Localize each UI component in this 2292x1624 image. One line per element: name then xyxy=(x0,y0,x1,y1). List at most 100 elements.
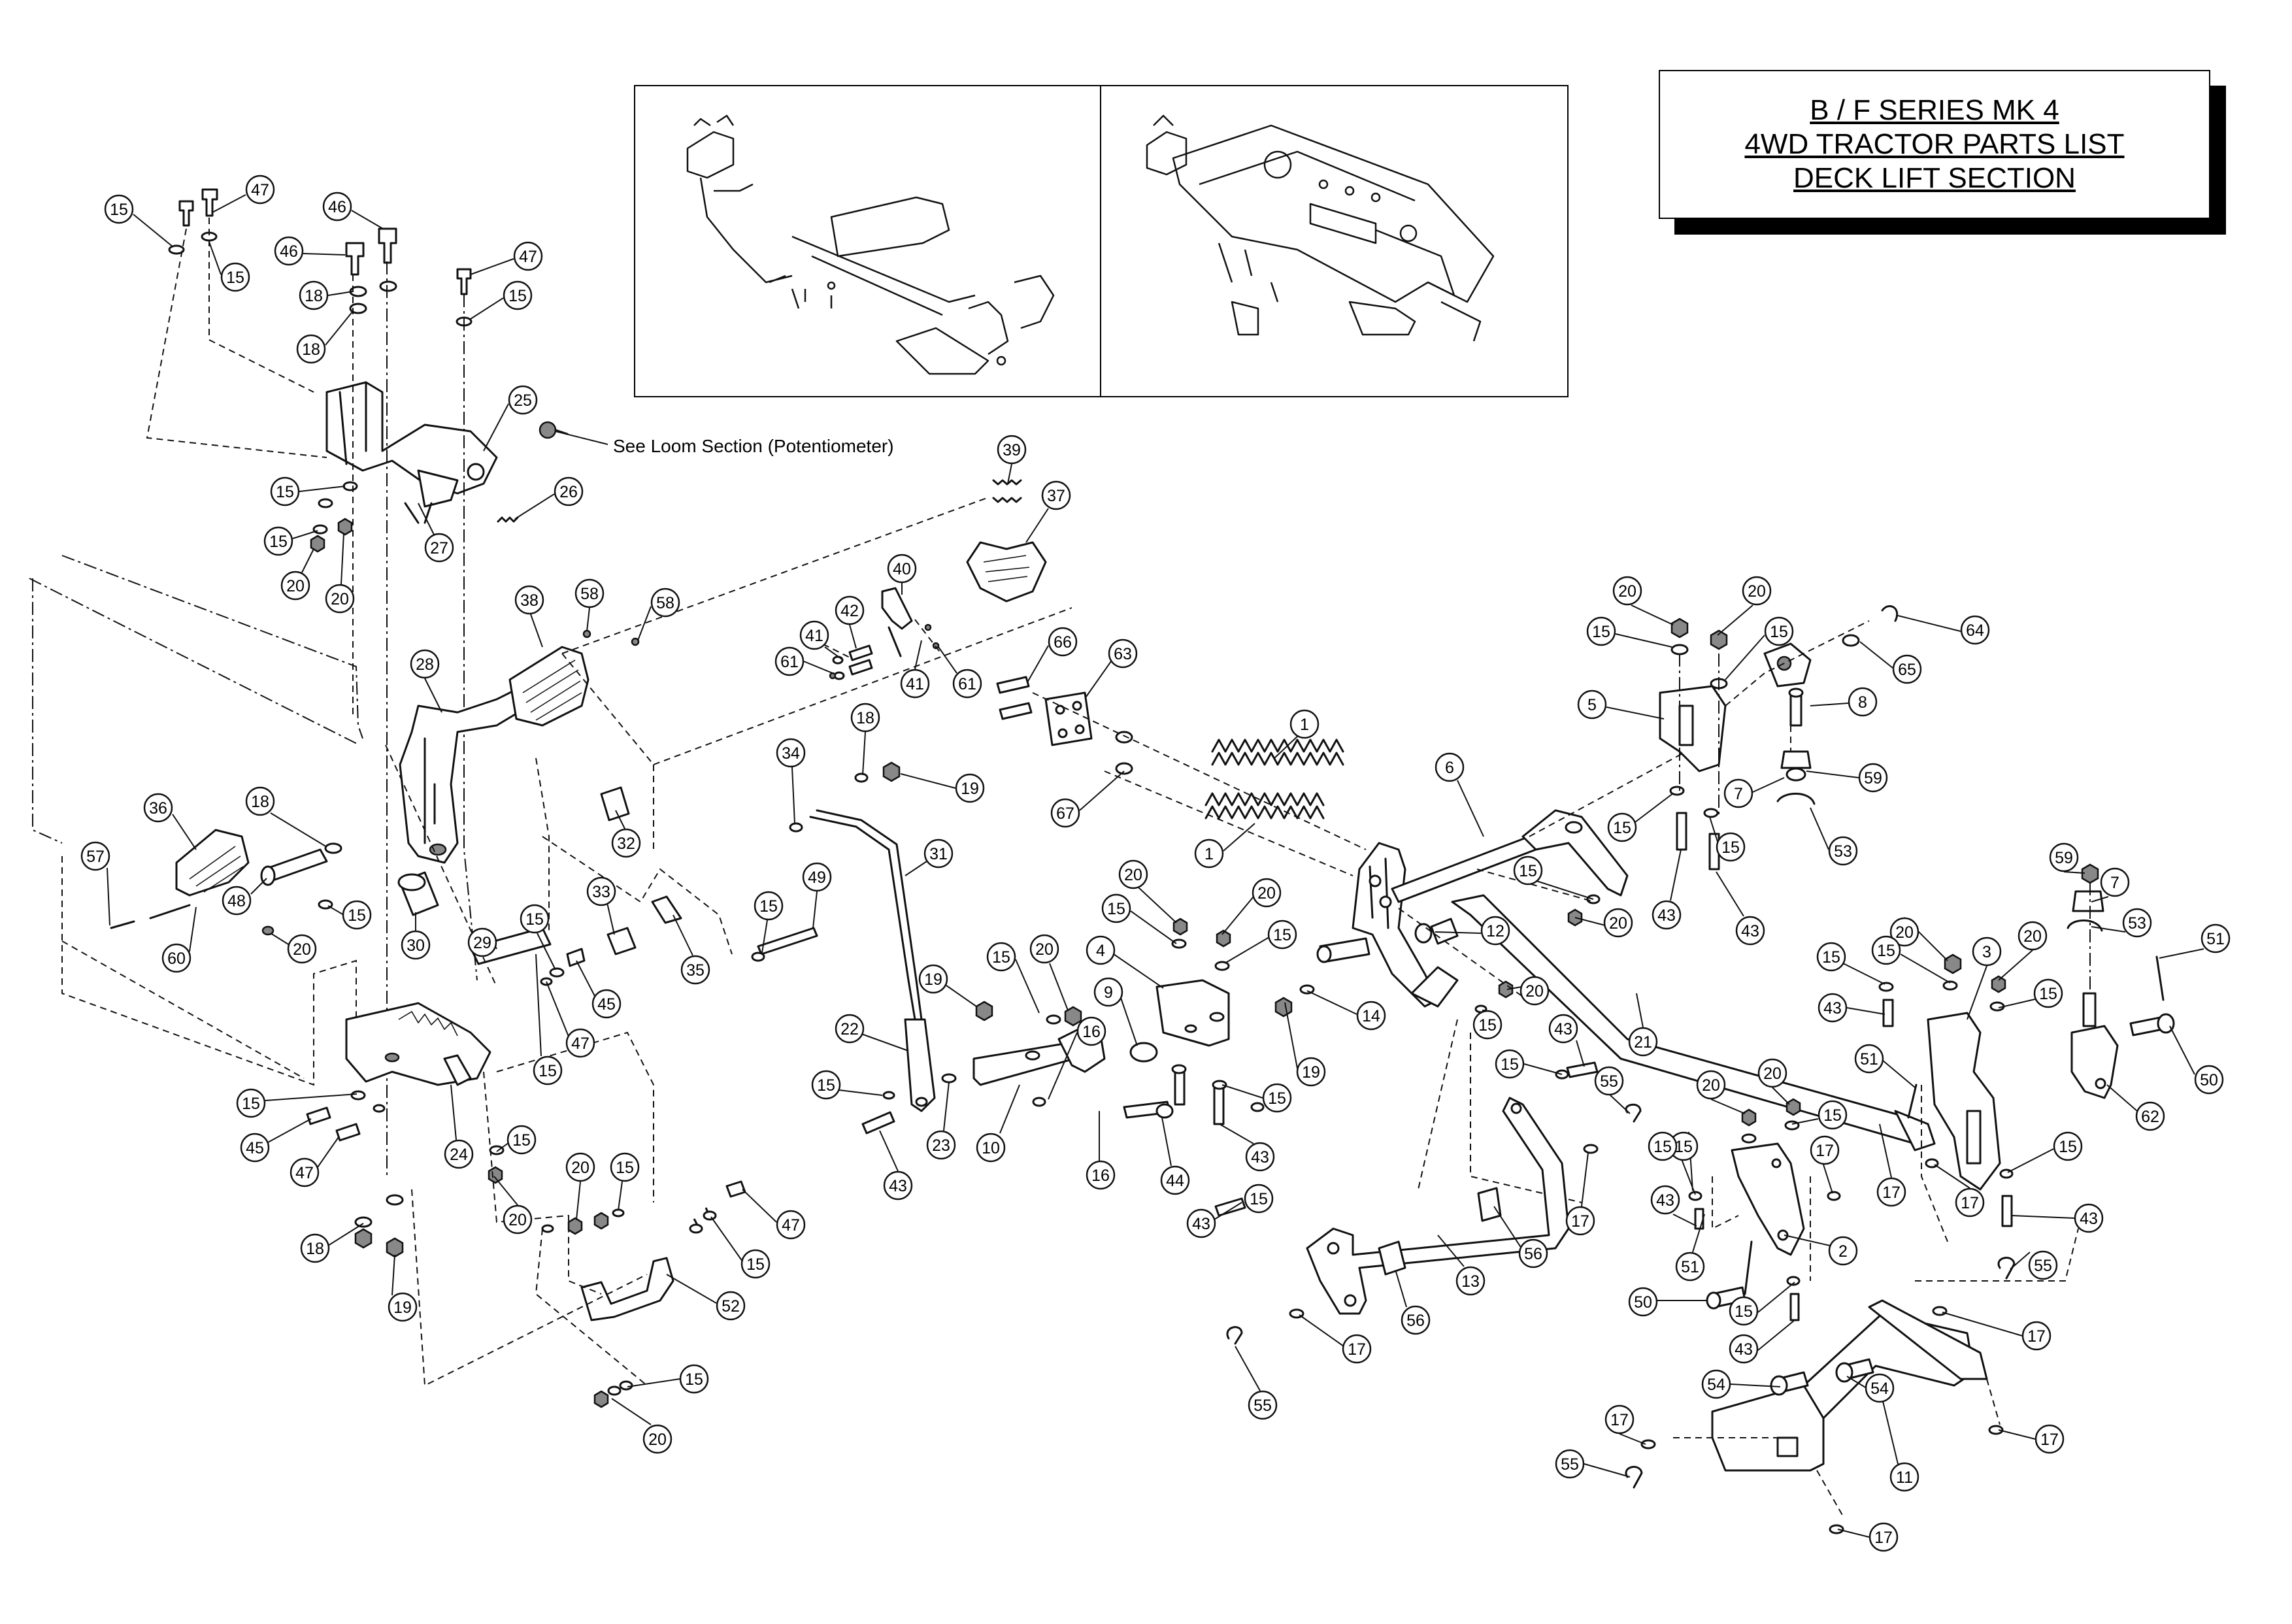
callout-43: 43 xyxy=(1729,1334,1759,1364)
callout-25: 25 xyxy=(508,385,538,415)
callout-number: 62 xyxy=(2141,1108,2159,1126)
callout-number: 8 xyxy=(1858,693,1867,712)
callout-number: 19 xyxy=(1302,1063,1320,1082)
callout-14: 14 xyxy=(1356,1001,1386,1031)
thumbnail-divider xyxy=(1100,86,1101,396)
callout-number: 55 xyxy=(1561,1455,1579,1474)
callout-circle xyxy=(1041,480,1071,510)
callout-20: 20 xyxy=(287,934,317,964)
callout-number: 63 xyxy=(1114,645,1132,663)
callout-number: 24 xyxy=(450,1146,468,1164)
callout-circle xyxy=(1648,1131,1678,1161)
callout-number: 20 xyxy=(1763,1065,1782,1083)
callout-number: 3 xyxy=(1982,943,1991,961)
callout-number: 28 xyxy=(416,655,434,674)
callout-46: 46 xyxy=(274,236,304,266)
callout-number: 20 xyxy=(331,590,349,608)
callout-15: 15 xyxy=(1764,616,1794,646)
callout-number: 17 xyxy=(1961,1194,1979,1212)
callout-33: 33 xyxy=(586,876,616,906)
callout-19: 19 xyxy=(1296,1057,1326,1087)
callout-15: 15 xyxy=(1669,1131,1699,1161)
callout-50: 50 xyxy=(2194,1065,2224,1095)
callout-number: 7 xyxy=(1734,785,1743,803)
callout-number: 20 xyxy=(1618,582,1636,601)
callout-number: 15 xyxy=(226,269,244,287)
callout-number: 15 xyxy=(1674,1138,1693,1156)
callout-28: 28 xyxy=(410,649,440,679)
callout-circle xyxy=(467,927,497,957)
callout-number: 53 xyxy=(2128,914,2146,933)
callout-20: 20 xyxy=(1118,859,1148,889)
callout-17: 17 xyxy=(1342,1334,1372,1364)
callout-63: 63 xyxy=(1108,638,1138,669)
callout-43: 43 xyxy=(1650,1185,1680,1215)
callout-15: 15 xyxy=(104,194,134,224)
callout-1: 1 xyxy=(1194,838,1224,869)
callout-51: 51 xyxy=(1675,1251,1705,1282)
callout-circle xyxy=(1118,859,1148,889)
callout-17: 17 xyxy=(2035,1424,2065,1454)
callout-number: 36 xyxy=(149,799,167,818)
callout-number: 9 xyxy=(1104,984,1113,1002)
callout-circle xyxy=(1513,855,1543,886)
callout-13: 13 xyxy=(1455,1266,1486,1296)
callout-circle xyxy=(1262,1083,1292,1113)
callout-number: 49 xyxy=(808,869,826,887)
callout-15: 15 xyxy=(1472,1010,1503,1040)
callout-64: 64 xyxy=(1960,615,1990,645)
callout-66: 66 xyxy=(1048,627,1078,657)
callout-44: 44 xyxy=(1160,1165,1190,1195)
callout-18: 18 xyxy=(300,1233,330,1263)
callout-number: 43 xyxy=(1192,1215,1210,1233)
callout-20: 20 xyxy=(1252,878,1282,908)
callout-circle xyxy=(1816,942,1846,972)
callout-number: 15 xyxy=(525,910,544,929)
callout-number: 15 xyxy=(1721,838,1740,857)
callout-circle xyxy=(776,738,806,768)
callout-number: 27 xyxy=(430,539,448,557)
callout-number: 25 xyxy=(514,391,532,410)
callout-number: 12 xyxy=(1486,922,1504,940)
callout-circle xyxy=(1267,920,1297,950)
callout-circle xyxy=(1194,838,1224,869)
callout-16: 16 xyxy=(1086,1160,1116,1190)
callout-circle xyxy=(1960,615,1990,645)
callout-15: 15 xyxy=(507,1125,537,1155)
callout-46: 46 xyxy=(322,191,352,222)
callout-20: 20 xyxy=(1029,934,1059,964)
callout-circle xyxy=(1435,752,1465,782)
callout-6: 6 xyxy=(1435,752,1465,782)
callout-circle xyxy=(299,280,329,310)
callout-circle xyxy=(650,588,680,618)
callout-number: 47 xyxy=(571,1035,590,1053)
callout-15: 15 xyxy=(1716,832,1746,862)
callout-18: 18 xyxy=(299,280,329,310)
callout-number: 42 xyxy=(840,602,859,620)
callout-51: 51 xyxy=(2201,923,2231,953)
callout-15: 15 xyxy=(1513,855,1543,886)
callout-16: 16 xyxy=(1076,1016,1106,1046)
callout-number: 15 xyxy=(1822,948,1840,967)
callout-61: 61 xyxy=(952,669,982,699)
callout-number: 15 xyxy=(1877,942,1895,960)
callout-number: 43 xyxy=(1656,1191,1674,1210)
callout-circle xyxy=(1652,900,1682,930)
callout-circle xyxy=(1555,1449,1585,1479)
callout-number: 48 xyxy=(227,892,246,910)
thumbnail-lift-linkage xyxy=(686,114,1055,375)
callout-circle xyxy=(802,862,832,892)
callout-circle xyxy=(2049,842,2079,872)
callout-circle xyxy=(1858,763,1888,793)
callout-circle xyxy=(1603,908,1633,938)
callout-number: 20 xyxy=(1257,884,1276,903)
callout-18: 18 xyxy=(245,786,275,816)
callout-circle xyxy=(554,476,584,506)
callout-circle xyxy=(2021,1321,2051,1351)
callout-20: 20 xyxy=(1612,576,1642,606)
callout-circle xyxy=(774,646,805,676)
callout-circle xyxy=(1495,1049,1525,1079)
callout-19: 19 xyxy=(918,964,948,994)
callout-15: 15 xyxy=(811,1070,841,1100)
